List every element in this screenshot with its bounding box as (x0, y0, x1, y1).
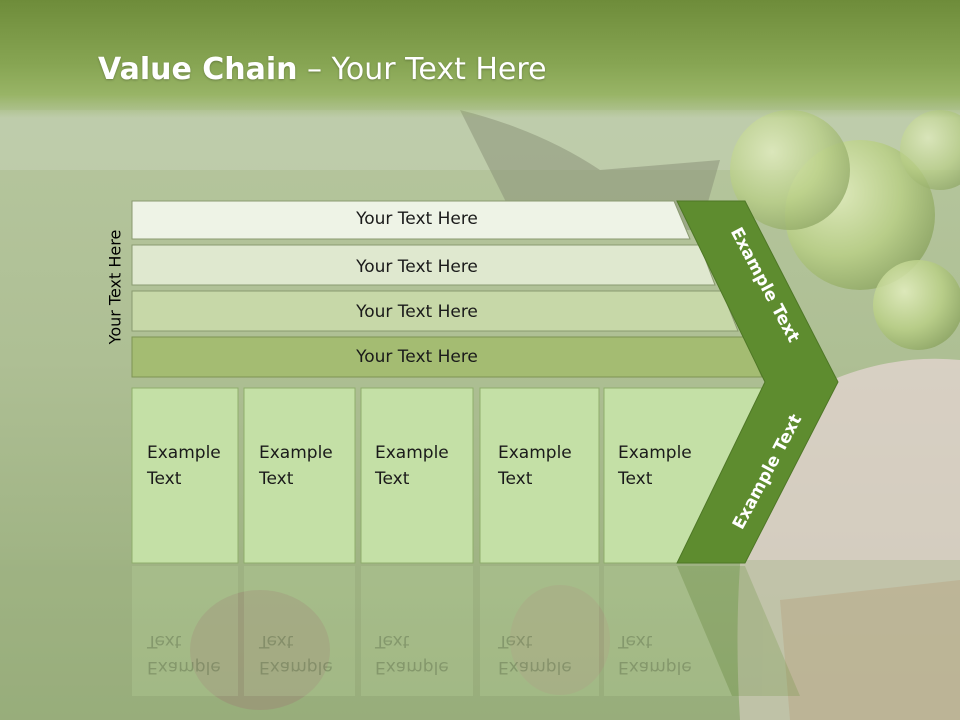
column-5-reflection-line1: Example (618, 657, 692, 677)
column-1-reflection: Example Text (147, 628, 247, 680)
column-2-line2: Text (259, 469, 294, 489)
row-1-shape[interactable] (131, 200, 691, 240)
column-5-line1: Example (618, 443, 692, 463)
column-1-line2: Text (147, 469, 182, 489)
column-5-line2: Text (618, 469, 653, 489)
column-2-shape[interactable] (243, 387, 356, 564)
row-2-label: Your Text Here (356, 257, 478, 277)
row-1-label: Your Text Here (356, 209, 478, 229)
title-rest: – Your Text Here (297, 52, 547, 87)
column-2-reflection: Example Text (259, 628, 359, 680)
column-4-shape[interactable] (479, 387, 600, 564)
column-3-reflection-line1: Example (375, 657, 449, 677)
column-3-reflection: Example Text (375, 628, 475, 680)
column-5-reflection: Example Text (618, 628, 718, 680)
row-3-shape[interactable] (131, 290, 739, 332)
chevron-arrow[interactable] (676, 200, 839, 564)
column-1-line1: Example (147, 443, 221, 463)
column-3-line1: Example (375, 443, 449, 463)
column-4-reflection-line1: Example (498, 657, 572, 677)
column-3-shape[interactable] (360, 387, 474, 564)
column-2-reflection-line2: Text (259, 631, 294, 651)
row-3-label: Your Text Here (356, 302, 478, 322)
reflection (132, 566, 800, 696)
column-3-line2: Text (375, 469, 410, 489)
column-4-line2: Text (498, 469, 533, 489)
column-4-line1: Example (498, 443, 572, 463)
slide-title: Value Chain – Your Text Here (98, 52, 547, 87)
header-band (0, 0, 960, 118)
column-1-reflection-line2: Text (147, 631, 182, 651)
column-2-reflection-line1: Example (259, 657, 333, 677)
column-5-reflection-line2: Text (618, 631, 653, 651)
column-3-reflection-line2: Text (375, 631, 410, 651)
column-4-reflection-line2: Text (498, 631, 533, 651)
row-4-label: Your Text Here (356, 347, 478, 367)
title-bold: Value Chain (98, 52, 298, 87)
column-2-line1: Example (259, 443, 333, 463)
column-4-reflection: Example Text (498, 628, 598, 680)
row-2-shape[interactable] (131, 244, 716, 286)
column-1-reflection-line1: Example (147, 657, 221, 677)
column-1-shape[interactable] (131, 387, 239, 564)
row-4-shape[interactable] (131, 336, 763, 378)
